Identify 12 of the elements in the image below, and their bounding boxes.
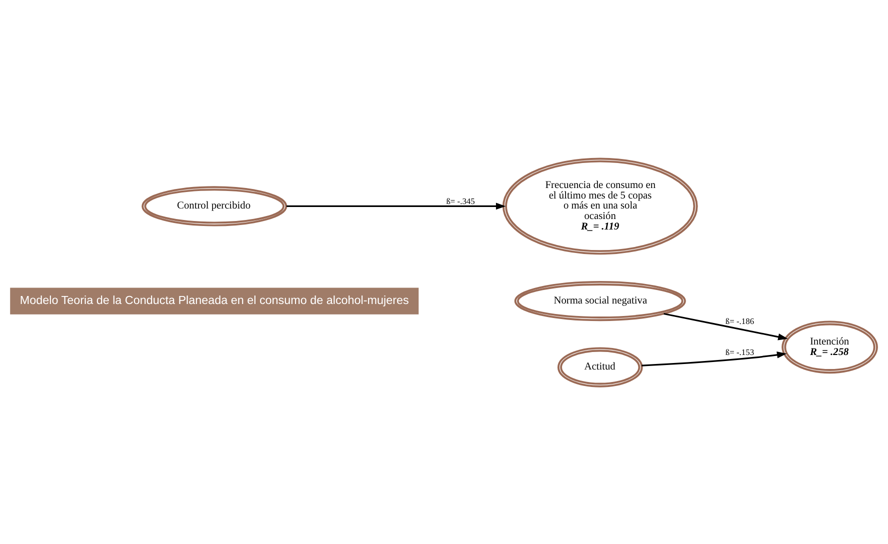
node-ellipse: Actitud (557, 346, 643, 387)
edge-label: ß= -.345 (446, 195, 475, 206)
node-ellipse: Control percibido (142, 186, 288, 226)
edge-label: ß= -.186 (725, 316, 754, 326)
arrow (664, 312, 788, 340)
node-ellipse: Norma social negativa (514, 280, 686, 321)
edge-label: ß= -.153 (725, 346, 754, 357)
node-ellipse: Frecuencia de consumo en el último mes de 5 copas o más en una sola ocasión R_= .119 (502, 157, 698, 254)
arrow (642, 351, 787, 366)
diagram-title: Modelo Teoria de la Conducta Planeada en el consumo de alcohol-mujeres (20, 293, 409, 306)
arrow (286, 202, 506, 210)
node-ellipse: Intención R_= .258 (782, 320, 878, 374)
